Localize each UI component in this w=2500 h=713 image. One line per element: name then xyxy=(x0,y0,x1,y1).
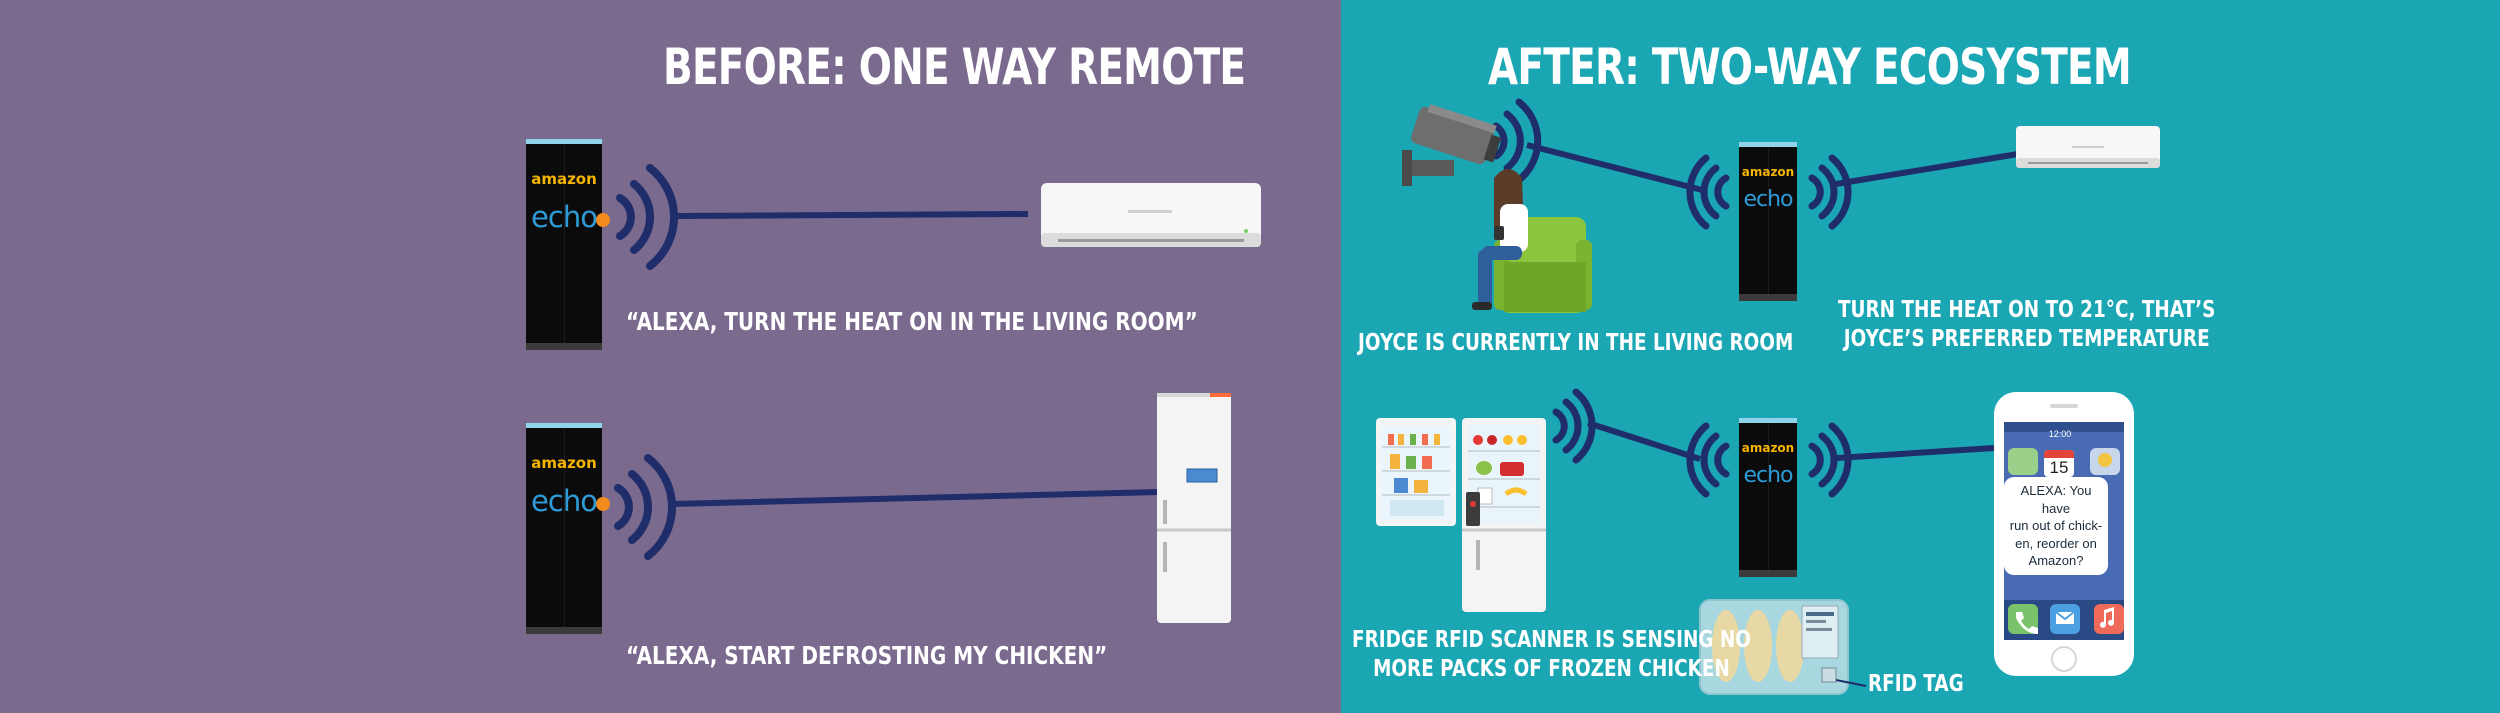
quote-heat: “ALEXA, TURN THE HEAT ON IN THE LIVING R… xyxy=(626,307,1198,336)
signal-line-fridge xyxy=(671,489,1161,507)
echo-product-label: echo xyxy=(1743,463,1793,488)
caption-heat-line-1: TURN THE HEAT ON TO 21°C, THAT’S xyxy=(1838,297,2216,323)
before-headline: BEFORE: ONE WAY REMOTE xyxy=(663,38,1246,96)
signal-waves-icon xyxy=(1552,388,1596,464)
echo-led-icon xyxy=(596,497,610,511)
caption-fridge-line-1: FRIDGE RFID SCANNER IS SENSING NO xyxy=(1352,627,1751,653)
open-refrigerator-icon xyxy=(1376,418,1546,612)
signal-line-fridge-after xyxy=(1587,420,1701,462)
signal-line-ac xyxy=(1835,151,2019,187)
caption-heat-line-2: JOYCE’S PREFERRED TEMPERATURE xyxy=(1843,325,2210,352)
before-panel xyxy=(0,0,1341,713)
notification-line-4: Amazon? xyxy=(2028,553,2084,569)
rfid-tag-label: RFID TAG xyxy=(1868,671,1964,697)
signal-line-heat xyxy=(674,211,1029,219)
calendar-day: 15 xyxy=(2049,458,2069,477)
signal-waves-icon xyxy=(616,164,679,270)
echo-brand-label: amazon xyxy=(1741,441,1795,455)
echo-speaker: amazon echo xyxy=(526,139,610,350)
echo-product-label: echo xyxy=(1743,187,1793,212)
signal-line-camera xyxy=(1526,142,1703,193)
echo-product-label: echo xyxy=(531,484,598,518)
notification-line-3: en, reorder on xyxy=(2015,535,2097,551)
notification-line-1: ALEXA: You have xyxy=(2020,483,2092,516)
echo-led-icon xyxy=(596,213,610,227)
echo-brand-label: amazon xyxy=(1741,165,1795,179)
signal-line-phone xyxy=(1836,445,1995,461)
calendar-icon: 15 xyxy=(2044,450,2074,477)
caption-heat-action: TURN THE HEAT ON TO 21°C, THAT’S JOYCE’S… xyxy=(1838,296,2215,354)
security-camera-icon xyxy=(1402,104,1502,186)
echo-product-label: echo xyxy=(531,200,598,234)
signal-waves-icon xyxy=(1492,98,1542,184)
alexa-notification[interactable]: ALEXA: You have run out of chick- en, re… xyxy=(2004,477,2108,575)
chicken-pack-icon xyxy=(1699,599,1867,695)
caption-joyce-location: JOYCE IS CURRENTLY IN THE LIVING ROOM xyxy=(1358,330,1794,356)
refrigerator-icon xyxy=(1157,393,1231,623)
air-conditioner-icon xyxy=(1041,183,1261,247)
air-conditioner-icon xyxy=(2016,126,2160,168)
echo-brand-label: amazon xyxy=(531,454,597,472)
quote-defrost: “ALEXA, START DEFROSTING MY CHICKEN” xyxy=(626,641,1108,670)
after-headline: AFTER: TWO-WAY ECOSYSTEM xyxy=(1488,38,2132,96)
signal-waves-icon xyxy=(1686,154,1852,230)
phone-clock: 12:00 xyxy=(2048,429,2072,439)
echo-speaker: amazon echo xyxy=(1739,142,1797,301)
notification-line-2: run out of chick- xyxy=(2009,518,2103,534)
caption-fridge-scanner: FRIDGE RFID SCANNER IS SENSING NO MORE P… xyxy=(1352,626,1751,684)
signal-waves-icon xyxy=(1686,422,1852,498)
person-in-armchair-icon xyxy=(1472,169,1592,313)
echo-brand-label: amazon xyxy=(531,170,597,188)
caption-fridge-line-2: MORE PACKS OF FROZEN CHICKEN xyxy=(1373,655,1730,682)
signal-waves-icon xyxy=(614,454,677,560)
echo-speaker: amazon echo xyxy=(526,423,610,634)
echo-speaker: amazon echo xyxy=(1739,418,1797,577)
